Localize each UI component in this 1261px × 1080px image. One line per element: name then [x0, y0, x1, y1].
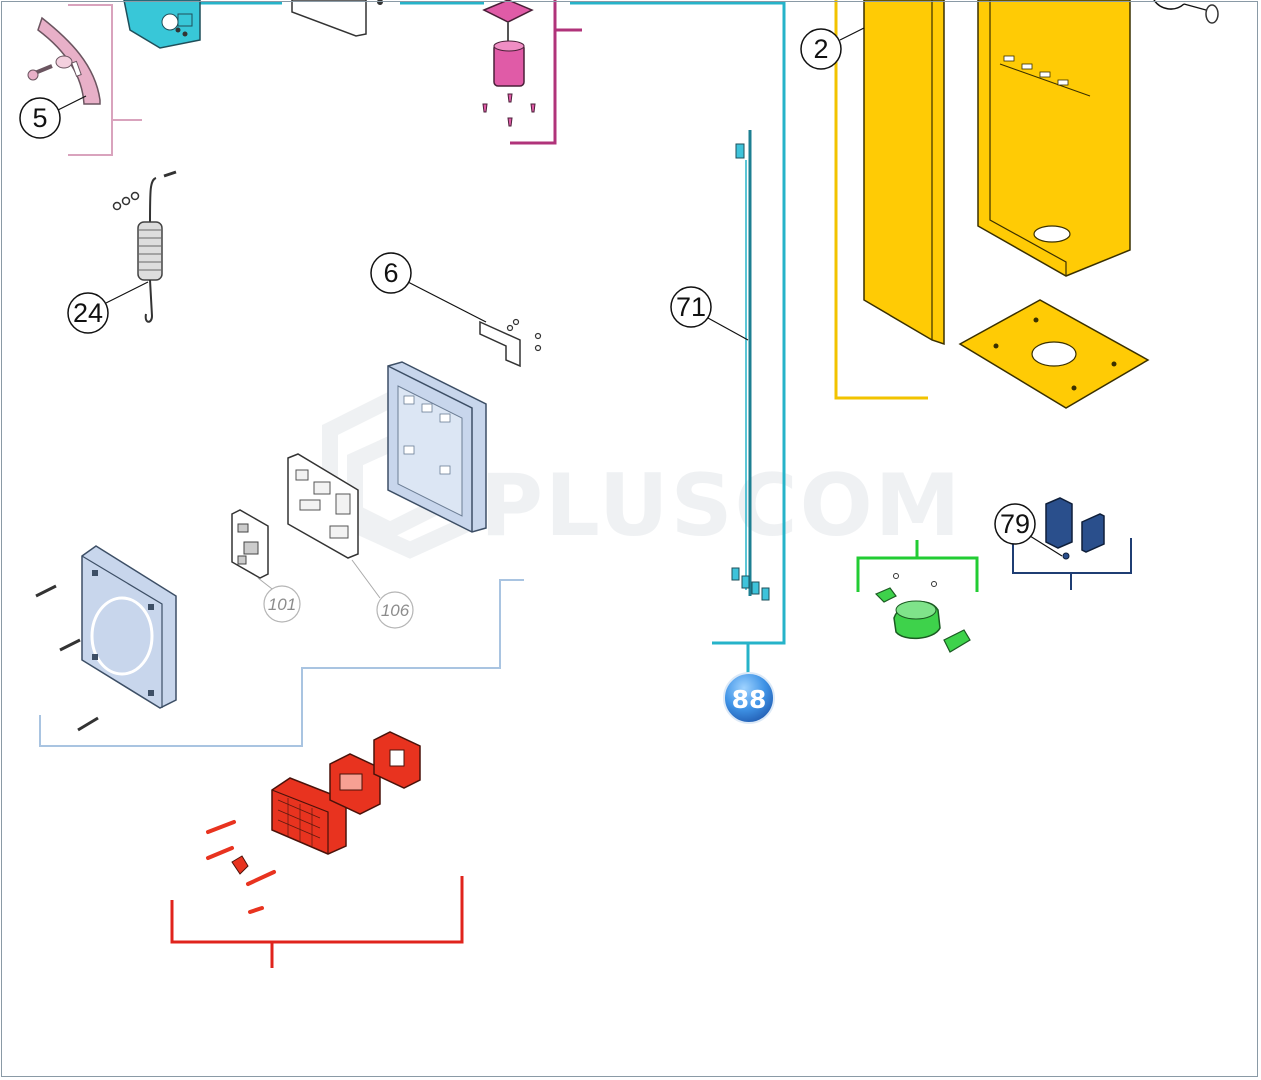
badge-88-label: 88 [732, 685, 767, 714]
part-101-board [231, 509, 277, 593]
callout-79-label: 79 [1000, 509, 1030, 539]
navy-group-bracket [1012, 538, 1132, 590]
callout-6-label: 6 [383, 258, 398, 288]
part-cover [35, 545, 177, 732]
callout-71-label: 71 [676, 292, 706, 322]
lightblue-group-bracket [39, 579, 524, 747]
part-2-housing [863, 0, 1219, 409]
callout-24: 24 [67, 281, 149, 334]
ref-101: 101 [263, 585, 301, 623]
callout-71: 71 [670, 286, 749, 341]
yellow-group-bracket [834, 0, 928, 400]
part-24-spring [112, 170, 177, 323]
callout-partial-top-right [1153, 0, 1207, 11]
part-5-plate [27, 16, 101, 105]
ref-106: 106 [376, 591, 414, 629]
part-6-bracket [479, 318, 542, 368]
green-group-bracket [856, 540, 979, 592]
watermark-text: PLUSCOM [480, 456, 962, 556]
callout-79: 79 [994, 503, 1063, 557]
pink-group-bracket [68, 4, 142, 156]
part-control-box [387, 361, 487, 533]
callout-2-label: 2 [813, 34, 828, 64]
callout-5: 5 [19, 95, 87, 139]
callout-6: 6 [370, 252, 487, 323]
callout-5-label: 5 [32, 103, 47, 133]
red-group-bracket [170, 876, 464, 968]
part-cyan-bracket [123, 0, 201, 49]
part-71-cable [731, 130, 770, 601]
part-106-board [287, 453, 381, 599]
badge-88[interactable]: 88 [723, 672, 775, 724]
part-red-battery [206, 731, 421, 914]
part-79-pads [1045, 497, 1105, 560]
part-white-plate [291, 0, 383, 37]
ref-106-label: 106 [381, 601, 410, 620]
callout-2: 2 [800, 27, 865, 70]
cyan-group-bracket [200, 1, 786, 676]
ref-101-label: 101 [268, 595, 296, 614]
part-motor [482, 0, 536, 127]
part-green-lamp [874, 573, 971, 653]
callout-24-label: 24 [73, 298, 103, 328]
magenta-group-bracket [510, 0, 582, 145]
